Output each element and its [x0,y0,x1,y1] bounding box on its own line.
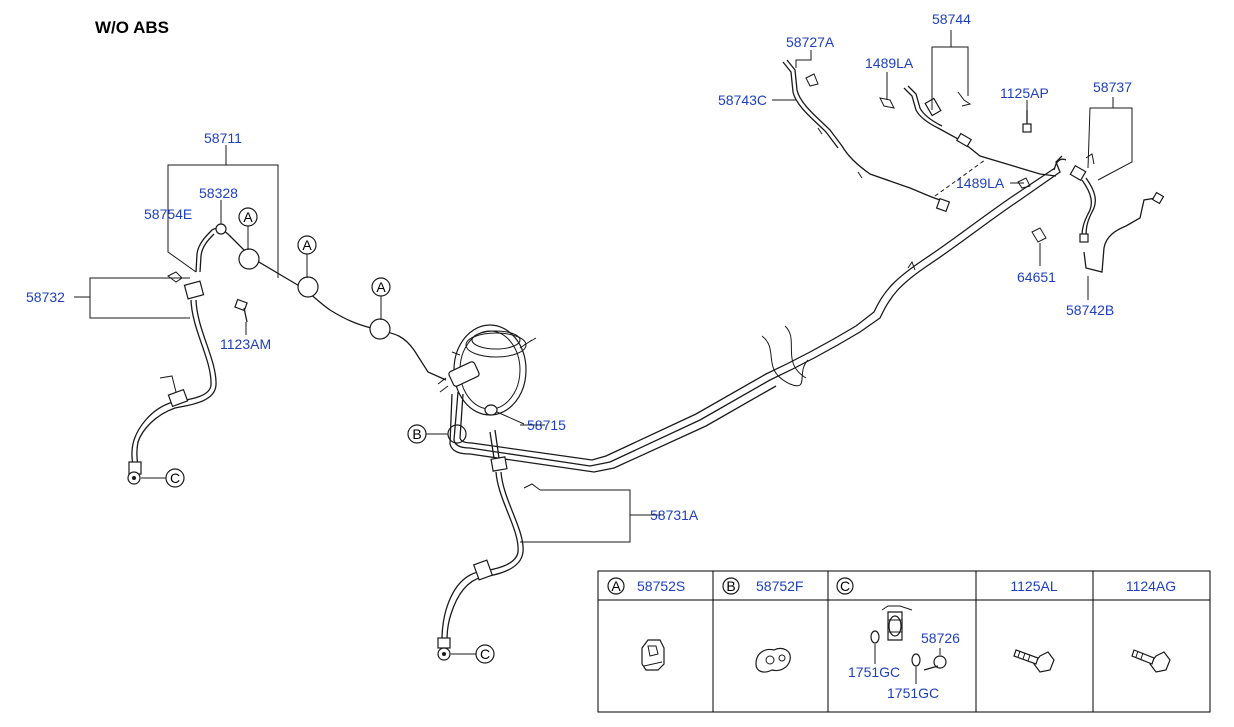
callout-a-1: A [238,207,258,250]
bolt-1123am [234,298,248,323]
label-1751gc-b: 1751GC [887,685,939,701]
bolt-1125ap [1022,110,1032,133]
label-58727a: 58727A [786,34,835,50]
part-58715 [484,404,525,425]
svg-text:A: A [302,237,312,253]
label-1489la-mid: 1489LA [956,175,1005,191]
label-1489la-top: 1489LA [865,55,914,71]
label-58711: 58711 [204,130,242,146]
diagram-title: W/O ABS [95,18,169,37]
parts-table: A 58752S B 58752F C 1125AL 1124AG [597,570,1211,713]
clip-58752s-icon [641,639,665,671]
svg-text:58752F: 58752F [756,578,803,594]
svg-text:A: A [243,209,253,225]
svg-text:A: A [611,578,621,594]
clip-a-2 [297,276,319,298]
label-1125ap: 1125AP [1000,85,1049,101]
rear-right-hose [1031,153,1165,273]
svg-text:58752S: 58752S [637,578,685,594]
bolt-1124ag-icon [1131,649,1171,673]
brake-booster [437,324,537,416]
svg-text:C: C [840,578,850,594]
label-58742b: 58742B [1066,302,1114,318]
front-left-hose [127,280,217,485]
label-58731a: 58731A [650,507,699,523]
svg-text:A: A [376,279,386,295]
leader-lines [74,30,1133,543]
table-header-c: C [836,577,854,595]
label-58754e: 58754E [144,206,192,222]
brake-line-front [195,223,447,381]
front-right-hose [437,429,541,661]
callout-c-right: C [451,644,495,664]
brake-line-rear [449,155,1063,473]
part-labels: 58711 58328 58754E 58732 1123AM 58715 58… [26,11,1132,523]
svg-text:B: B [412,426,421,442]
label-64651: 64651 [1017,269,1056,285]
callout-a-2: A [297,235,317,278]
table-header-b: B 58752F [722,577,803,595]
clip-58752f-icon [755,647,791,673]
rear-hose-58744 [879,85,1057,189]
label-1751gc-a: 1751GC [848,664,900,680]
clip-a-1 [238,248,260,270]
label-58743c: 58743C [718,92,767,108]
callout-c-left: C [141,468,185,488]
table-header-a: A 58752S [607,577,685,595]
table-header-1124ag: 1124AG [1126,578,1176,594]
table-header-1125al: 1125AL [1010,578,1057,594]
callout-a-3: A [371,277,391,320]
label-58732: 58732 [26,289,65,305]
label-58328: 58328 [199,185,238,201]
banjo-fitting-icon [870,605,947,671]
label-58715: 58715 [527,417,566,433]
svg-text:B: B [726,578,735,594]
label-58744: 58744 [932,11,971,27]
clip-a-3 [369,318,391,340]
label-58726: 58726 [921,630,960,646]
svg-text:C: C [480,646,490,662]
callout-b: B [407,424,467,444]
svg-text:C: C [170,470,180,486]
bolt-1125al-icon [1013,649,1055,673]
label-58737: 58737 [1093,79,1132,95]
clip-58754e [167,271,183,283]
rear-left-line [782,59,986,213]
label-1123am: 1123AM [220,336,271,352]
